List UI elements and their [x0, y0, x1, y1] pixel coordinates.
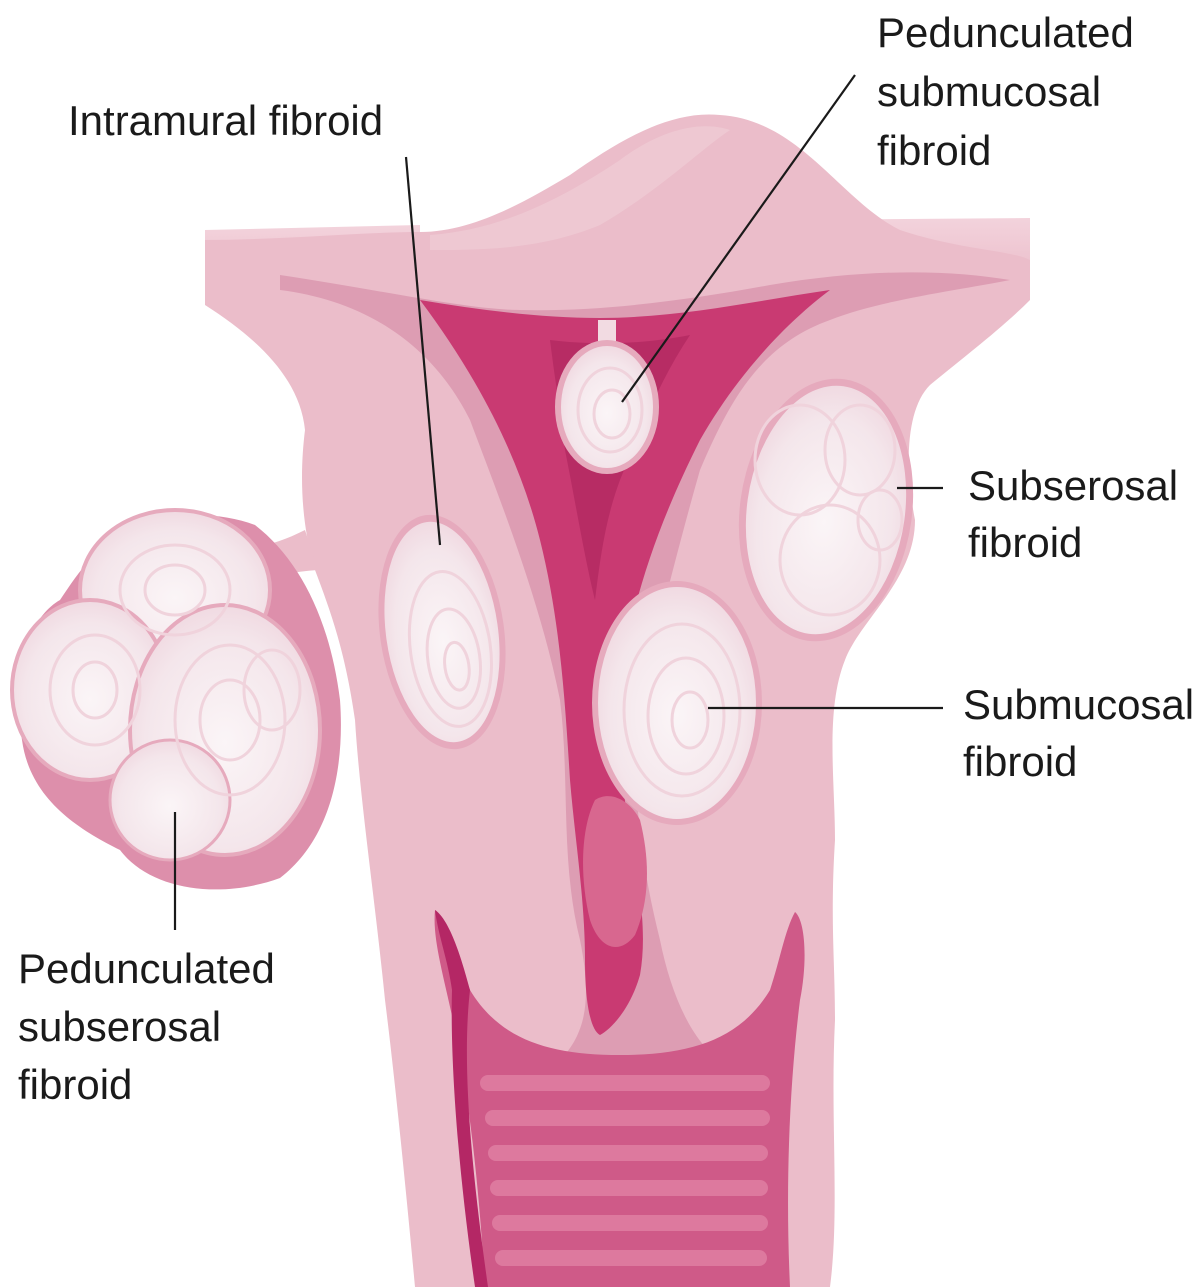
label-line: Submucosal — [963, 681, 1194, 728]
ruga — [490, 1180, 768, 1196]
fibroid-lobe — [110, 740, 230, 860]
fibroid-core — [561, 346, 653, 468]
pedunculated-subserosal-fibroid — [12, 510, 341, 889]
label-pedunculated-subserosal-fibroid: Pedunculated subserosal fibroid — [18, 945, 287, 1108]
label-submucosal-fibroid: Submucosal fibroid — [963, 681, 1201, 785]
label-line: submucosal — [877, 68, 1101, 115]
cervical-canal — [583, 796, 647, 947]
label-line: fibroid — [963, 738, 1077, 785]
label-line: fibroid — [877, 127, 991, 174]
submucosal-fibroid — [592, 581, 762, 825]
ruga — [485, 1110, 770, 1126]
ruga — [480, 1075, 770, 1091]
label-line: Pedunculated — [877, 9, 1134, 56]
ruga — [492, 1215, 768, 1231]
ruga — [495, 1250, 767, 1266]
label-pedunculated-submucosal-fibroid: Pedunculated submucosal fibroid — [877, 9, 1146, 174]
label-line: fibroid — [18, 1061, 132, 1108]
label-line: Intramural fibroid — [68, 97, 383, 144]
label-line: fibroid — [968, 519, 1082, 566]
label-line: Pedunculated — [18, 945, 275, 992]
label-line: Subserosal — [968, 462, 1178, 509]
label-intramural-fibroid: Intramural fibroid — [68, 97, 383, 144]
ruga — [488, 1145, 768, 1161]
label-line: subserosal — [18, 1003, 221, 1050]
label-subserosal-fibroid: Subserosal fibroid — [968, 462, 1190, 566]
